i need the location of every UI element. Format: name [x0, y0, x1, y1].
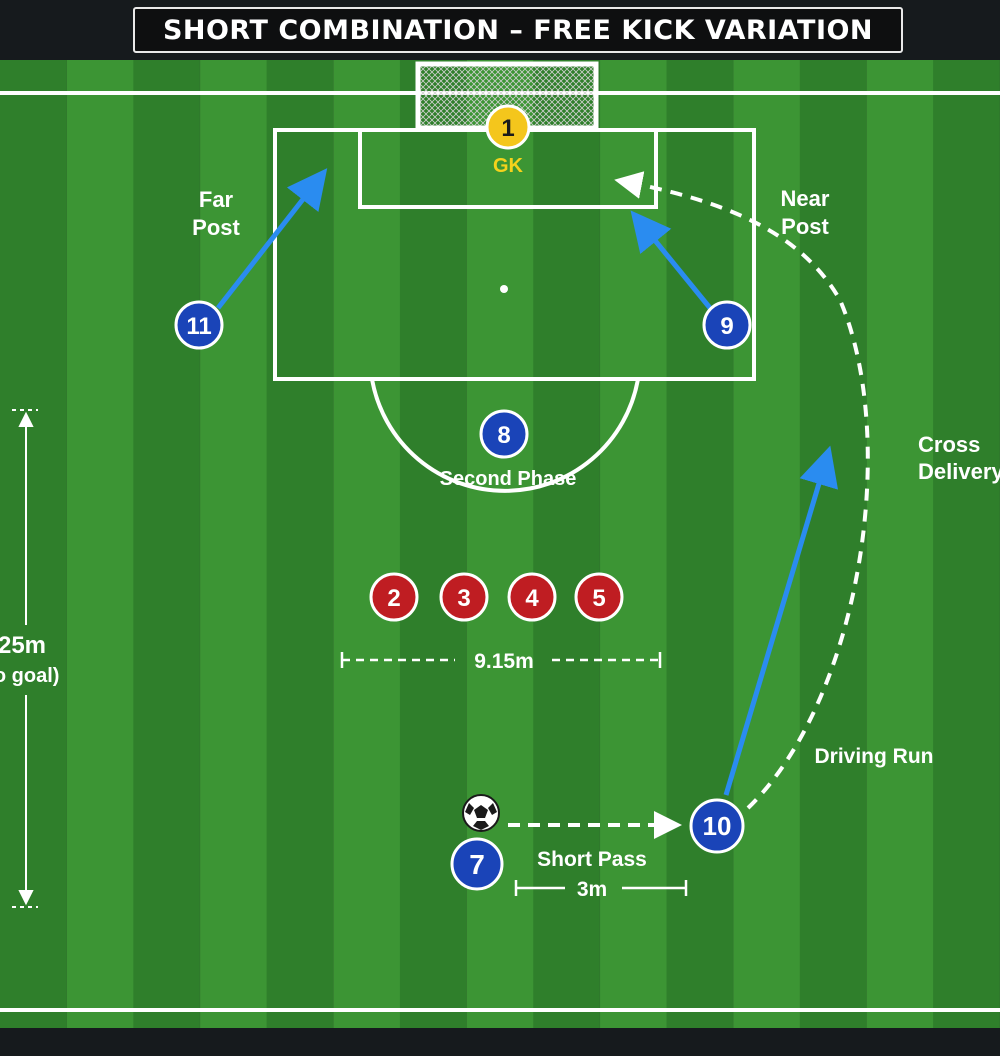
- player-gk: 1: [485, 104, 531, 150]
- wall-distance-marker: [340, 652, 662, 668]
- player-11: 11: [174, 300, 224, 350]
- far-post-label-line1: Far: [199, 187, 234, 212]
- wall-distance-label: 9.15m: [474, 650, 534, 673]
- short-pass-distance-marker: [514, 880, 688, 896]
- player-8-number: 8: [497, 422, 510, 449]
- player-8: 8: [479, 409, 529, 459]
- player-gk-number: 1: [501, 115, 514, 142]
- player-10-number: 10: [703, 811, 732, 841]
- cross-delivery-label-line2: Delivery: [918, 459, 1000, 484]
- wall-player-4: 4: [507, 572, 557, 622]
- driving-run-label: Driving Run: [815, 745, 934, 768]
- player-10: 10: [689, 798, 745, 854]
- wall-player-5-number: 5: [592, 585, 605, 612]
- goal-distance-note: (to goal): [0, 665, 59, 687]
- player-gk-label: GK: [493, 155, 524, 177]
- wall-player-5: 5: [574, 572, 624, 622]
- wall-player-2: 2: [369, 572, 419, 622]
- near-post-label-line1: Near: [781, 186, 830, 211]
- penalty-arc: [370, 378, 640, 493]
- near-post-label-line2: Post: [781, 214, 829, 239]
- wall-player-3-number: 3: [457, 585, 470, 612]
- far-post-label-line2: Post: [192, 215, 240, 240]
- diagram-title-box: SHORT COMBINATION – FREE KICK VARIATION: [133, 7, 903, 53]
- distance-25m-marker: [12, 409, 38, 908]
- player-7: 7: [450, 837, 504, 891]
- driving-run-arrow: [723, 445, 839, 796]
- player-9: 9: [702, 300, 752, 350]
- soccer-ball-icon: [462, 794, 500, 832]
- cross-delivery-label-line1: Cross: [918, 432, 980, 457]
- player-11-number: 11: [186, 313, 211, 340]
- far-post-run-arrow: [216, 168, 328, 310]
- short-pass-label: Short Pass: [537, 848, 647, 871]
- wall-player-3: 3: [439, 572, 489, 622]
- second-phase-label: Second Phase: [440, 468, 577, 490]
- goal-distance-label: 25m: [0, 632, 46, 659]
- penalty-spot: [500, 285, 508, 293]
- player-7-number: 7: [469, 849, 485, 880]
- near-post-run-arrow: [630, 210, 712, 310]
- cross-delivery-curve: [614, 171, 870, 810]
- wall-player-4-number: 4: [525, 585, 539, 612]
- short-pass-distance-label: 3m: [577, 878, 607, 901]
- diagram-title: SHORT COMBINATION – FREE KICK VARIATION: [162, 14, 874, 46]
- wall-player-2-number: 2: [387, 585, 400, 612]
- player-9-number: 9: [720, 313, 733, 340]
- defensive-wall: 2 3 4 5: [369, 572, 624, 622]
